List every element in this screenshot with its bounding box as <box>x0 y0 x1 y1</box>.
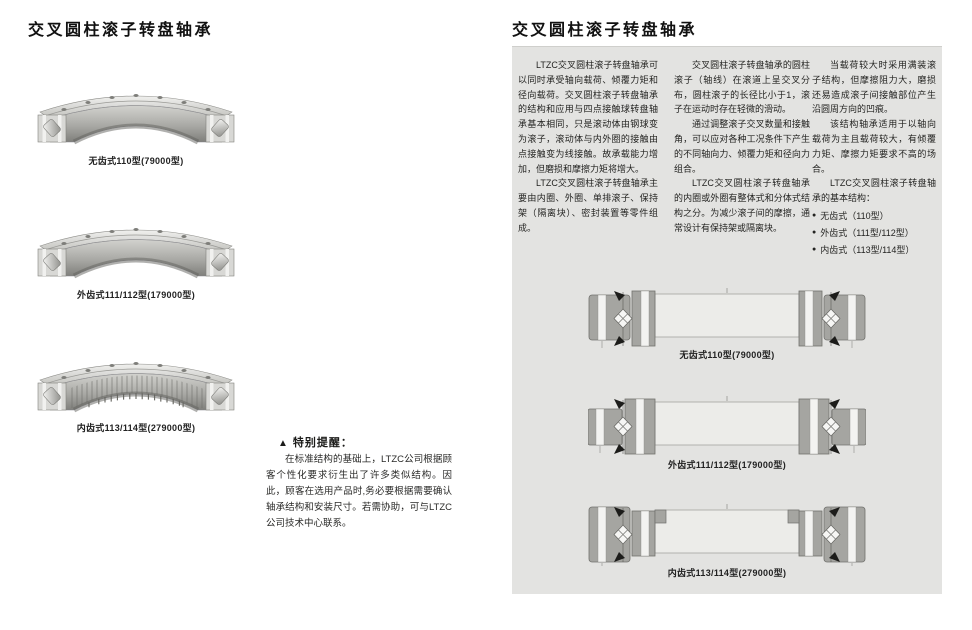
paragraph: 交叉圆柱滚子转盘轴承的圆柱滚子（轴线）在滚道上呈交叉分布，圆柱滚子的长径比小于1… <box>674 60 810 115</box>
bearing-photo-111-112 <box>36 218 236 282</box>
bullet-icon: ● <box>812 211 817 219</box>
paragraph: 该结构轴承适用于以轴向载荷为主且载荷较大，有倾覆力矩、摩擦力矩要求不高的场合。 <box>812 119 936 174</box>
bearing-photo-113-114-image <box>37 362 235 413</box>
special-notice-title: 特别提醒： <box>292 437 353 449</box>
paragraph: LTZC交叉圆柱滚子转盘轴承的内圈或外圈有整体式和分体式结构之分。为减少滚子间的… <box>674 178 810 233</box>
diagram-caption-111-112: 外齿式111/112型(179000型) <box>667 460 787 470</box>
bullet-label: 内齿式（113型/114型） <box>820 244 915 255</box>
paragraph: LTZC交叉圆柱滚子转盘轴承可以同时承受轴向载荷、倾覆力矩和径向载荷。交叉圆柱滚… <box>518 60 658 174</box>
photo-caption-110: 无齿式110型(79000型) <box>88 156 184 166</box>
text-column-1: LTZC交叉圆柱滚子转盘轴承可以同时承受轴向载荷、倾覆力矩和径向载荷。交叉圆柱滚… <box>518 58 658 236</box>
list-item: ● 内齿式（113型/114型） <box>812 243 936 257</box>
bearing-photo-110 <box>36 84 236 148</box>
bullet-icon: ● <box>812 245 817 253</box>
bearing-photo-110-image <box>37 94 235 145</box>
text-column-3: 当载荷较大时采用满装滚子结构，但摩擦阻力大，磨损还易造成滚子间接触部位产生沿圆周… <box>812 58 936 257</box>
special-notice-body: 在标准结构的基础上，LTZC公司根据顾客个性化要求衍生出了许多类似结构。因此，顾… <box>266 454 452 529</box>
triangle-up-icon: ▲ <box>278 438 289 449</box>
bullet-label: 外齿式（111型/112型） <box>820 227 914 238</box>
photo-caption-111-112: 外齿式111/112型(179000型) <box>76 290 196 300</box>
bearing-section-diagram-110 <box>588 288 866 350</box>
paragraph: LTZC交叉圆柱滚子转盘轴承主要由内圈、外圈、单排滚子、保持架（隔离块）、密封装… <box>518 178 658 233</box>
paragraph: LTZC交叉圆柱滚子转盘轴承的基本结构： <box>812 178 936 204</box>
diagram-caption-110: 无齿式110型(79000型) <box>679 350 775 360</box>
paragraph: 通过调整滚子交叉数量和接触角，可以应对各种工况条件下产生的不同轴向力、倾覆力矩和… <box>674 119 810 174</box>
paragraph: 当载荷较大时采用满装滚子结构，但摩擦阻力大，磨损还易造成滚子间接触部位产生沿圆周… <box>812 60 936 115</box>
bearing-photo-113-114 <box>36 352 236 416</box>
special-notice-header: ▲特别提醒： <box>278 434 353 450</box>
right-page-title: 交叉圆柱滚子转盘轴承 <box>512 22 698 39</box>
list-item: ● 无齿式（110型） <box>812 209 936 223</box>
photo-caption-113-114: 内齿式113/114型(279000型) <box>76 423 196 433</box>
bullet-icon: ● <box>812 228 817 236</box>
bearing-section-diagram-111-112 <box>588 396 866 458</box>
bearing-section-diagram-113-114 <box>588 504 866 566</box>
text-column-2: 交叉圆柱滚子转盘轴承的圆柱滚子（轴线）在滚道上呈交叉分布，圆柱滚子的长径比小于1… <box>674 58 810 236</box>
left-page-title: 交叉圆柱滚子转盘轴承 <box>28 22 214 39</box>
list-item: ● 外齿式（111型/112型） <box>812 226 936 240</box>
bearing-photo-111-112-image <box>37 228 235 279</box>
bullet-label: 无齿式（110型） <box>820 210 889 221</box>
diagram-caption-113-114: 内齿式113/114型(279000型) <box>667 568 787 578</box>
structure-bullet-list: ● 无齿式（110型） ● 外齿式（111型/112型） ● 内齿式（113型/… <box>812 209 936 257</box>
